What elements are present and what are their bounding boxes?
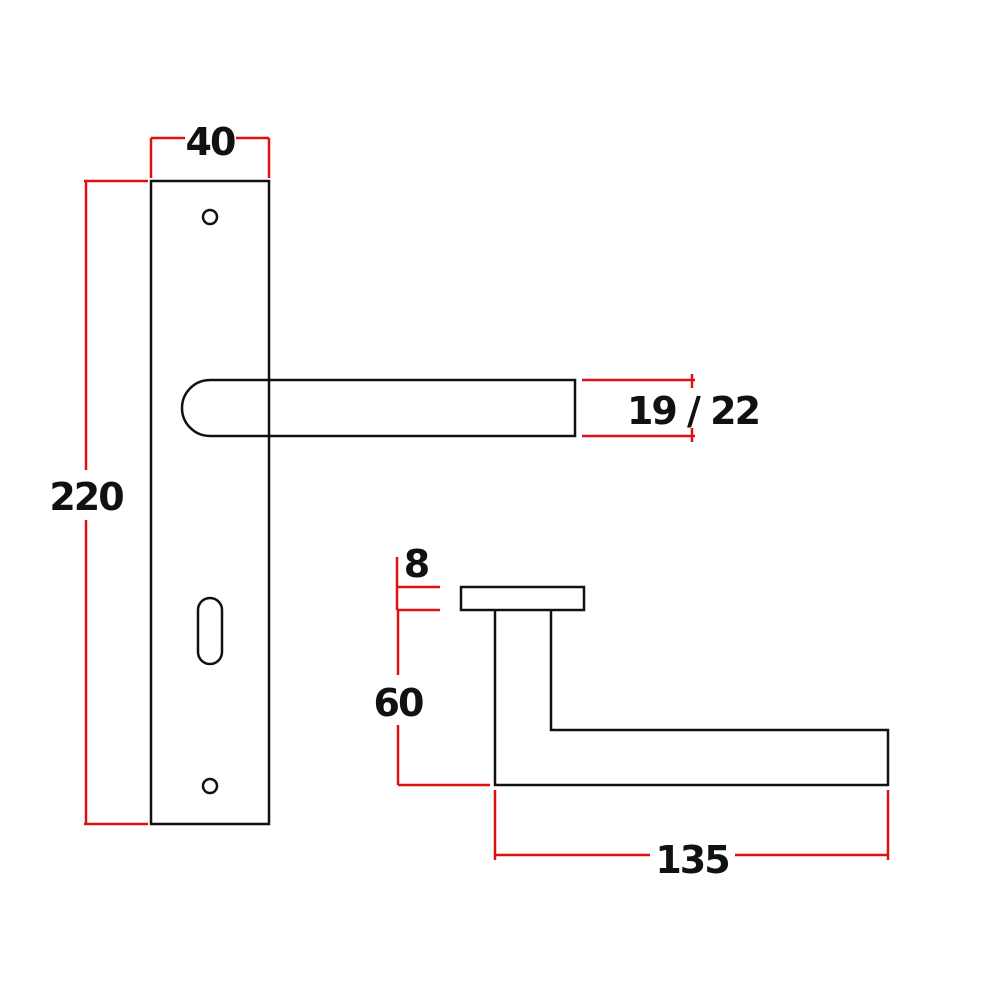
plate-width-label: 40 — [186, 120, 235, 164]
bottom-screw-hole — [201, 777, 219, 795]
plate-height-label: 220 — [49, 475, 123, 519]
lever-front — [180, 378, 577, 438]
lever-length-label: 135 — [655, 838, 728, 882]
keyhole-slot — [196, 596, 224, 666]
side-view — [459, 585, 890, 787]
dimension-plate-height: 220 — [49, 179, 148, 826]
lever-side-profile — [493, 610, 890, 787]
rose — [459, 585, 586, 612]
backplate — [149, 179, 271, 826]
dimension-lever-diameter: 19 / 22 — [582, 374, 761, 442]
lever-diameter-label: 19 / 22 — [627, 389, 759, 433]
dimension-plate-width: 40 — [149, 120, 271, 178]
dimension-lever-projection: 60 — [374, 610, 490, 787]
top-screw-hole — [201, 208, 219, 226]
dimension-rose-thickness: 8 — [395, 542, 440, 612]
lever-projection-label: 60 — [374, 681, 423, 725]
rose-thickness-label: 8 — [404, 542, 429, 586]
dimension-lever-length: 135 — [493, 790, 890, 882]
front-view — [149, 179, 577, 826]
